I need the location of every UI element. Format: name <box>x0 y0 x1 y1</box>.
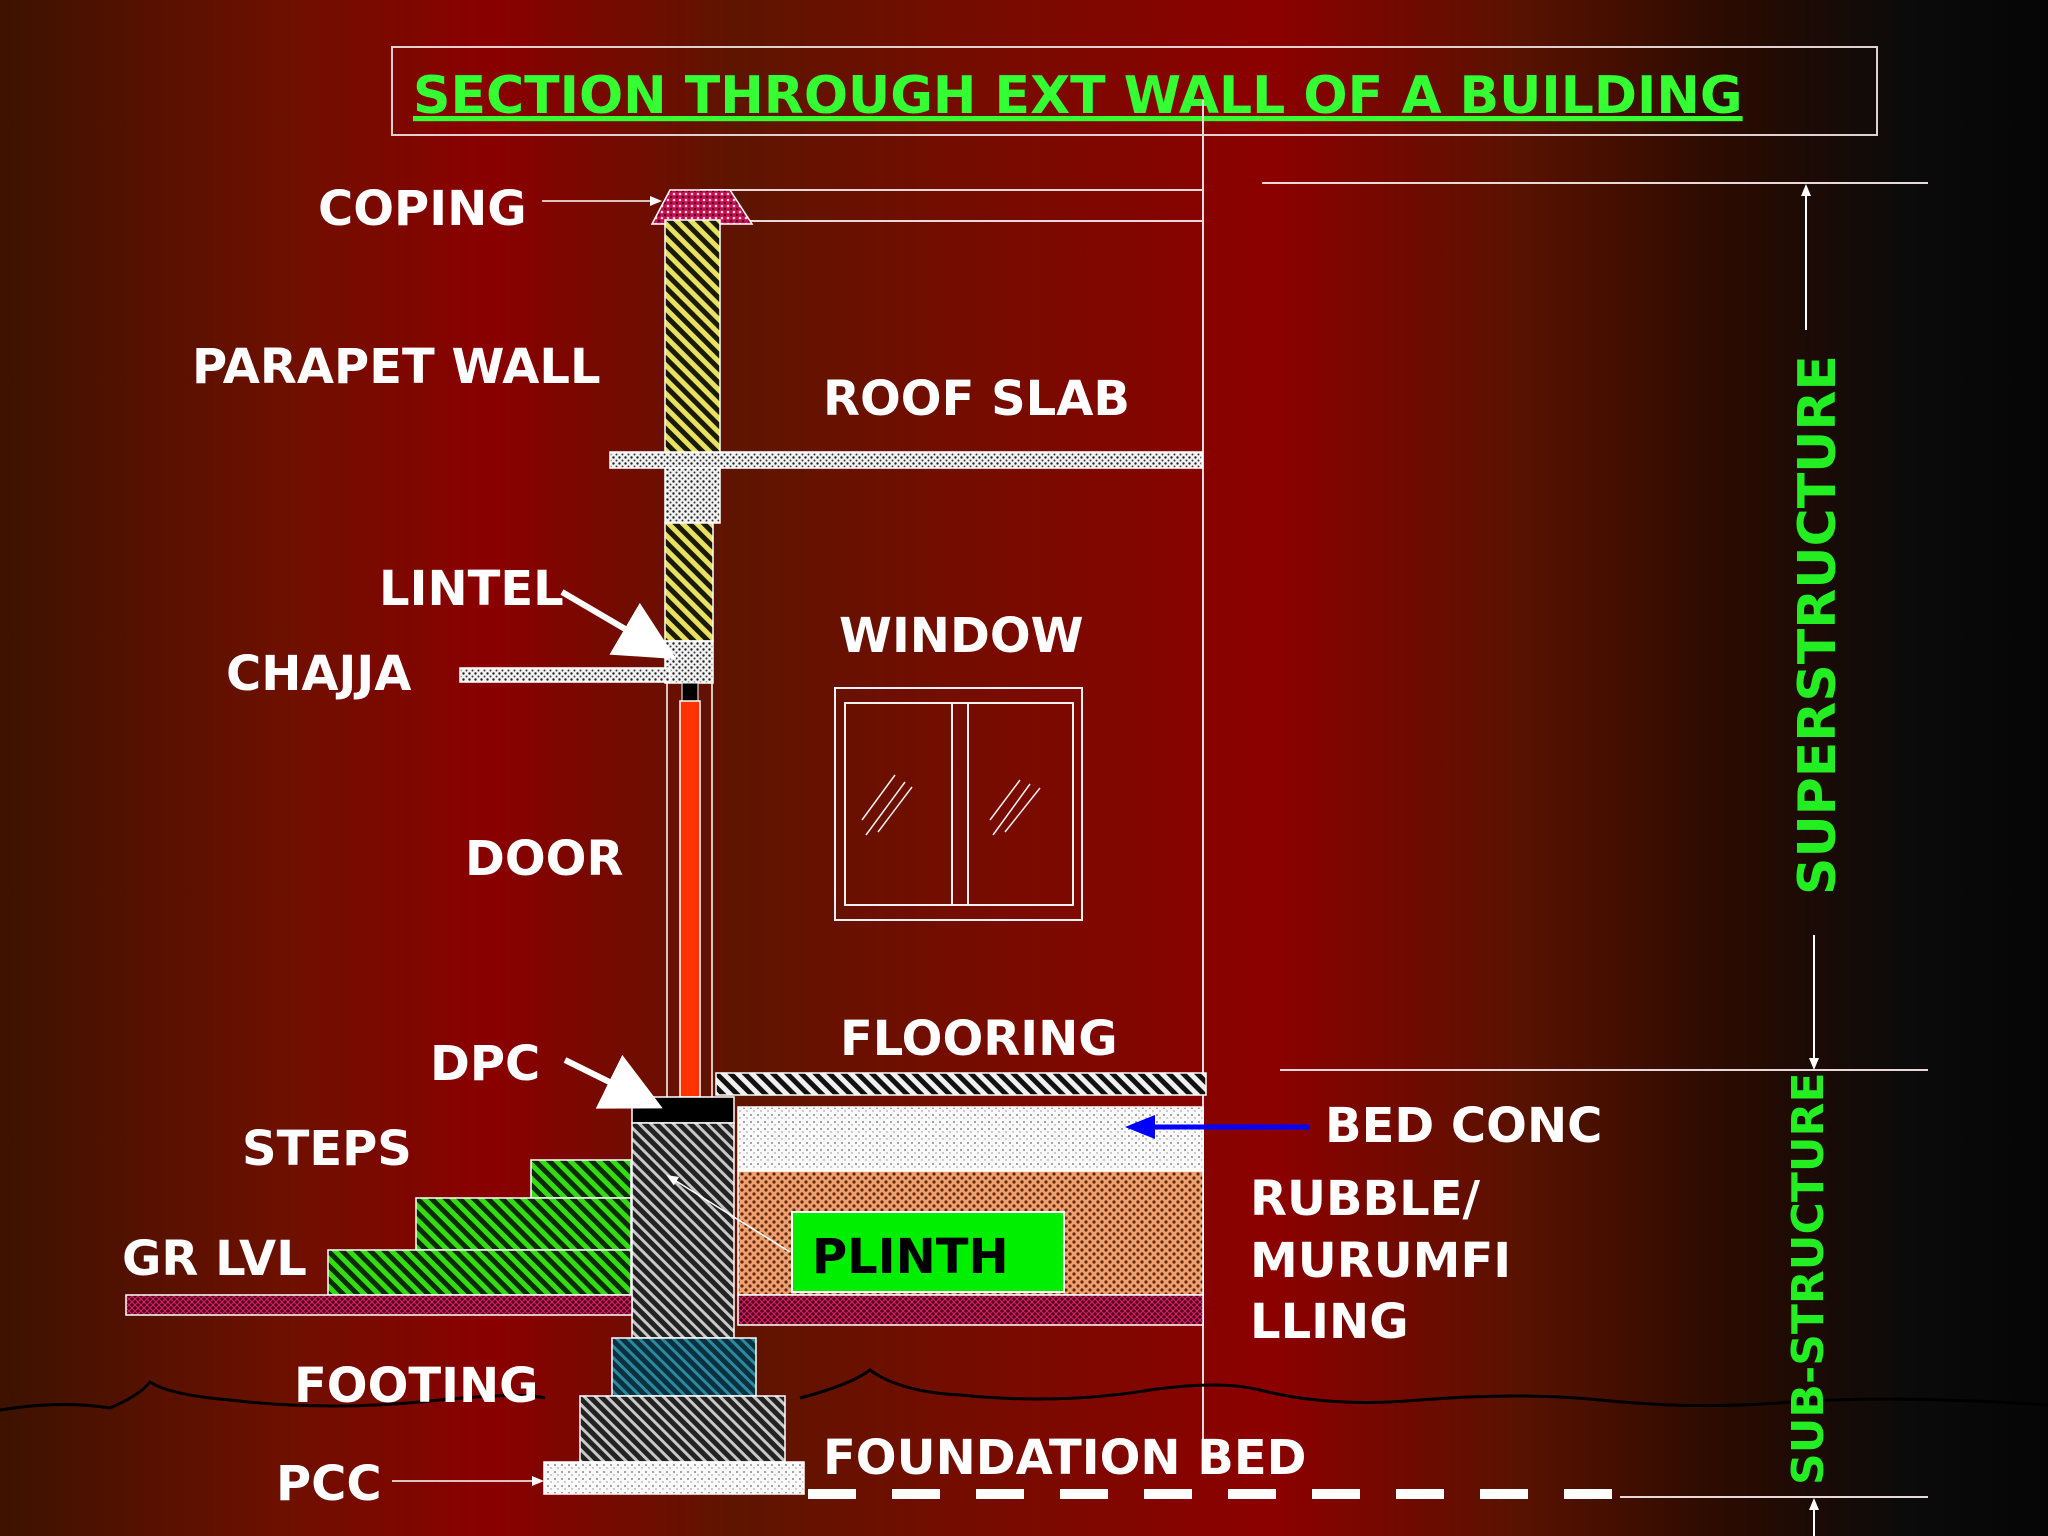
plinth-label-box <box>791 1211 1065 1293</box>
pcc-bed <box>543 1461 805 1495</box>
plinth-leader <box>666 1174 791 1253</box>
roof-beam <box>664 467 721 524</box>
bed-conc-label: BED CONC <box>1325 1098 1602 1154</box>
bed-conc-arrow <box>1125 1115 1310 1139</box>
rubble-label-line1: RUBBLE/ <box>1250 1171 1480 1227</box>
diagram-title: SECTION THROUGH EXT WALL OF A BUILDING <box>413 66 1743 126</box>
step-3 <box>530 1159 632 1199</box>
flooring-label: FLOORING <box>840 1011 1118 1067</box>
upper-wall <box>664 522 714 642</box>
plinth-wall <box>631 1122 735 1339</box>
substructure-label: SUB-STRUCTURE <box>1783 1073 1834 1486</box>
bed-concrete <box>737 1106 1204 1172</box>
steps-label: STEPS <box>242 1121 412 1177</box>
ground-level-strip <box>125 1294 633 1316</box>
chajja-label: CHAJJA <box>226 646 411 702</box>
gr-lvl-label: GR LVL <box>122 1231 307 1287</box>
roof-slab-label: ROOF SLAB <box>823 371 1130 427</box>
foundation-bed-label: FOUNDATION BED <box>823 1430 1307 1486</box>
parapet-wall <box>664 219 721 456</box>
superstructure-label: SUPERSTRUCTURE <box>1788 355 1848 895</box>
rubble-label-line3: LLING <box>1250 1294 1409 1350</box>
dpc-label: DPC <box>430 1036 540 1092</box>
step-2 <box>415 1197 632 1251</box>
door-frame-top <box>681 682 699 702</box>
dpc-arrow <box>563 1054 663 1109</box>
step-1 <box>327 1249 632 1296</box>
dpc-layer <box>631 1096 735 1124</box>
pcc-label: PCC <box>276 1456 382 1512</box>
window-frame <box>834 687 1083 921</box>
ground-profile-line <box>0 1368 2048 1412</box>
lintel-arrow <box>560 589 677 660</box>
window-label: WINDOW <box>839 608 1084 664</box>
coping-block <box>650 189 754 225</box>
parapet-wall-label: PARAPET WALL <box>192 339 601 395</box>
lintel-block <box>664 640 714 684</box>
plinth-label: PLINTH <box>812 1229 1009 1285</box>
door-leaf <box>679 700 701 1098</box>
roof-slab <box>609 451 1203 469</box>
footing-label: FOOTING <box>294 1358 539 1414</box>
coping-label: COPING <box>318 181 527 237</box>
chajja-slab <box>459 667 671 683</box>
flooring-layer <box>715 1072 1207 1096</box>
footing-upper <box>611 1337 757 1397</box>
lintel-label: LINTEL <box>379 561 564 617</box>
door-label: DOOR <box>465 831 623 887</box>
footing-lower <box>579 1395 786 1463</box>
rubble-label-line2: MURUMFI <box>1250 1233 1511 1289</box>
title-frame <box>391 46 1878 136</box>
fill-base-layer <box>737 1294 1204 1326</box>
